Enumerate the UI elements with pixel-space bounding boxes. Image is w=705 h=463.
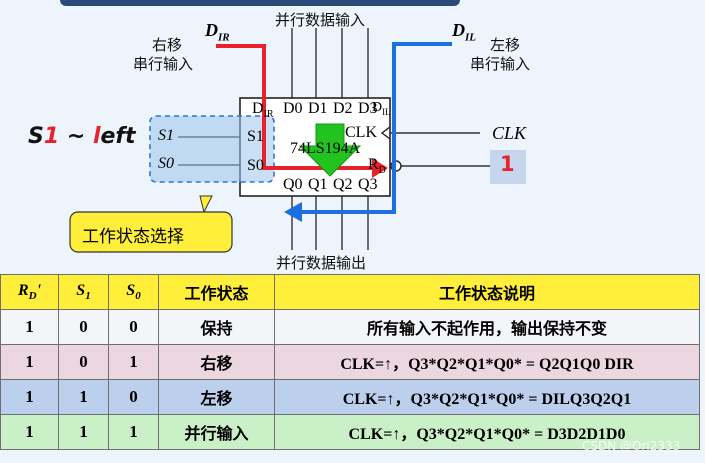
pin-dir: DIR [252, 100, 274, 120]
pin-clk: CLK [345, 124, 377, 141]
pin-s0: S0 [247, 157, 264, 174]
callout-box [69, 211, 233, 253]
dir-red-arrowhead [372, 158, 388, 178]
pin-dir-sub: IR [263, 109, 274, 121]
table-row: 1 0 1 右移 CLK=↑，Q3*Q2*Q1*Q0* = Q2Q1Q0 DIR [0, 344, 700, 380]
input-s0: S0 [158, 155, 174, 172]
pin-d3: D3 [358, 100, 378, 117]
cell-desc: CLK=↑，Q3*Q2*Q1*Q0* = DILQ3Q2Q1 [274, 379, 700, 415]
pin-q2: Q2 [333, 176, 353, 193]
header-s1: S1 [58, 274, 109, 310]
cell-rd: 1 [0, 414, 59, 450]
dil-blue-arrowhead [284, 202, 302, 222]
pin-d0: D0 [283, 100, 303, 117]
table-row: 1 1 1 并行输入 CLK=↑，Q3*Q2*Q1*Q0* = D3D2D1D0 [0, 414, 700, 450]
cell-s1: 0 [58, 344, 109, 380]
pin-rd-sub: D [378, 165, 386, 177]
top-bar [60, 0, 460, 6]
cell-state: 左移 [158, 379, 275, 415]
pin-rd: RD [368, 156, 386, 176]
pin-dil-letter: D [372, 100, 383, 115]
pin-rd-letter: R [368, 156, 379, 173]
table-row: 1 1 0 左移 CLK=↑，Q3*Q2*Q1*Q0* = DILQ3Q2Q1 [0, 379, 700, 415]
dir-red-path [216, 44, 372, 170]
dir-sub: IR [218, 31, 230, 44]
cell-state: 并行输入 [158, 414, 275, 450]
dir-label: DIR [205, 20, 230, 44]
cell-s0: 1 [108, 414, 159, 450]
mode-tilde: ~ [59, 124, 93, 149]
pin-q3: Q3 [358, 176, 378, 193]
cell-desc: CLK=↑，Q3*Q2*Q1*Q0* = Q2Q1Q0 DIR [274, 344, 700, 380]
pin-dir-letter: D [252, 100, 264, 117]
clk-triangle [380, 126, 391, 140]
dil-sub: IL [465, 31, 476, 44]
dil-label: DIL [452, 20, 476, 44]
pin-s1: S1 [247, 128, 264, 145]
table-row: 1 0 0 保持 所有输入不起作用，输出保持不变 [0, 309, 700, 345]
cell-desc: 所有输入不起作用，输出保持不变 [274, 309, 700, 345]
pin-d1: D1 [308, 100, 328, 117]
dil-blue-path [300, 42, 452, 214]
cell-s1: 0 [58, 309, 109, 345]
cell-state: 右移 [158, 344, 275, 380]
cell-s0: 0 [108, 309, 159, 345]
parallel-input-label: 并行数据输入 [275, 11, 366, 29]
mode-s: S [28, 124, 44, 149]
dil-letter: D [452, 20, 465, 40]
cell-rd: 1 [0, 309, 59, 345]
shift-register-diagram [69, 28, 526, 253]
pin-dil-sub: IL [382, 106, 391, 117]
header-state: 工作状态 [158, 274, 275, 310]
mode-l: l [92, 124, 101, 149]
cell-rd: 1 [0, 379, 59, 415]
chip-name: 74LS194A [290, 140, 361, 157]
table-header-row: RD' S1 S0 工作状态 工作状态说明 [0, 274, 700, 310]
input-s1: S1 [158, 127, 174, 144]
green-down-arrow [298, 123, 362, 177]
mode-eft: eft [100, 124, 136, 149]
cell-desc: CLK=↑，Q3*Q2*Q1*Q0* = D3D2D1D0 [274, 414, 700, 450]
mode-title: S1 ~ left [28, 124, 136, 149]
header-desc: 工作状态说明 [274, 274, 700, 310]
watermark: CSDN @Ori2333 [582, 439, 681, 453]
selector-box [149, 115, 275, 183]
left-shift-label-1: 左移 [490, 36, 521, 54]
callout-pointer [199, 195, 213, 214]
parallel-output-label: 并行数据输出 [276, 254, 367, 272]
pin-dil: DIL [372, 100, 391, 117]
right-shift-label-2: 串行输入 [133, 55, 194, 73]
mode-1: 1 [43, 124, 60, 149]
left-shift-label-2: 串行输入 [470, 55, 531, 73]
cell-rd: 1 [0, 344, 59, 380]
right-shift-label-1: 右移 [152, 36, 183, 54]
pin-q0: Q0 [283, 176, 303, 193]
pin-d2: D2 [333, 100, 353, 117]
cell-s1: 1 [58, 379, 109, 415]
cell-s0: 1 [108, 344, 159, 380]
rd-value-box [490, 150, 526, 184]
function-table: RD' S1 S0 工作状态 工作状态说明 1 0 0 保持 所有输入不起作用，… [0, 274, 700, 450]
dir-letter: D [205, 20, 218, 40]
callout-text: 工作状态选择 [82, 227, 184, 247]
header-rd: RD' [0, 274, 59, 310]
clk-input-label: CLK [492, 123, 527, 143]
header-s0: S0 [108, 274, 159, 310]
cell-s1: 1 [58, 414, 109, 450]
rd-value: 1 [500, 152, 515, 176]
pin-q1: Q1 [308, 176, 328, 193]
cell-s0: 0 [108, 379, 159, 415]
cell-state: 保持 [158, 309, 275, 345]
